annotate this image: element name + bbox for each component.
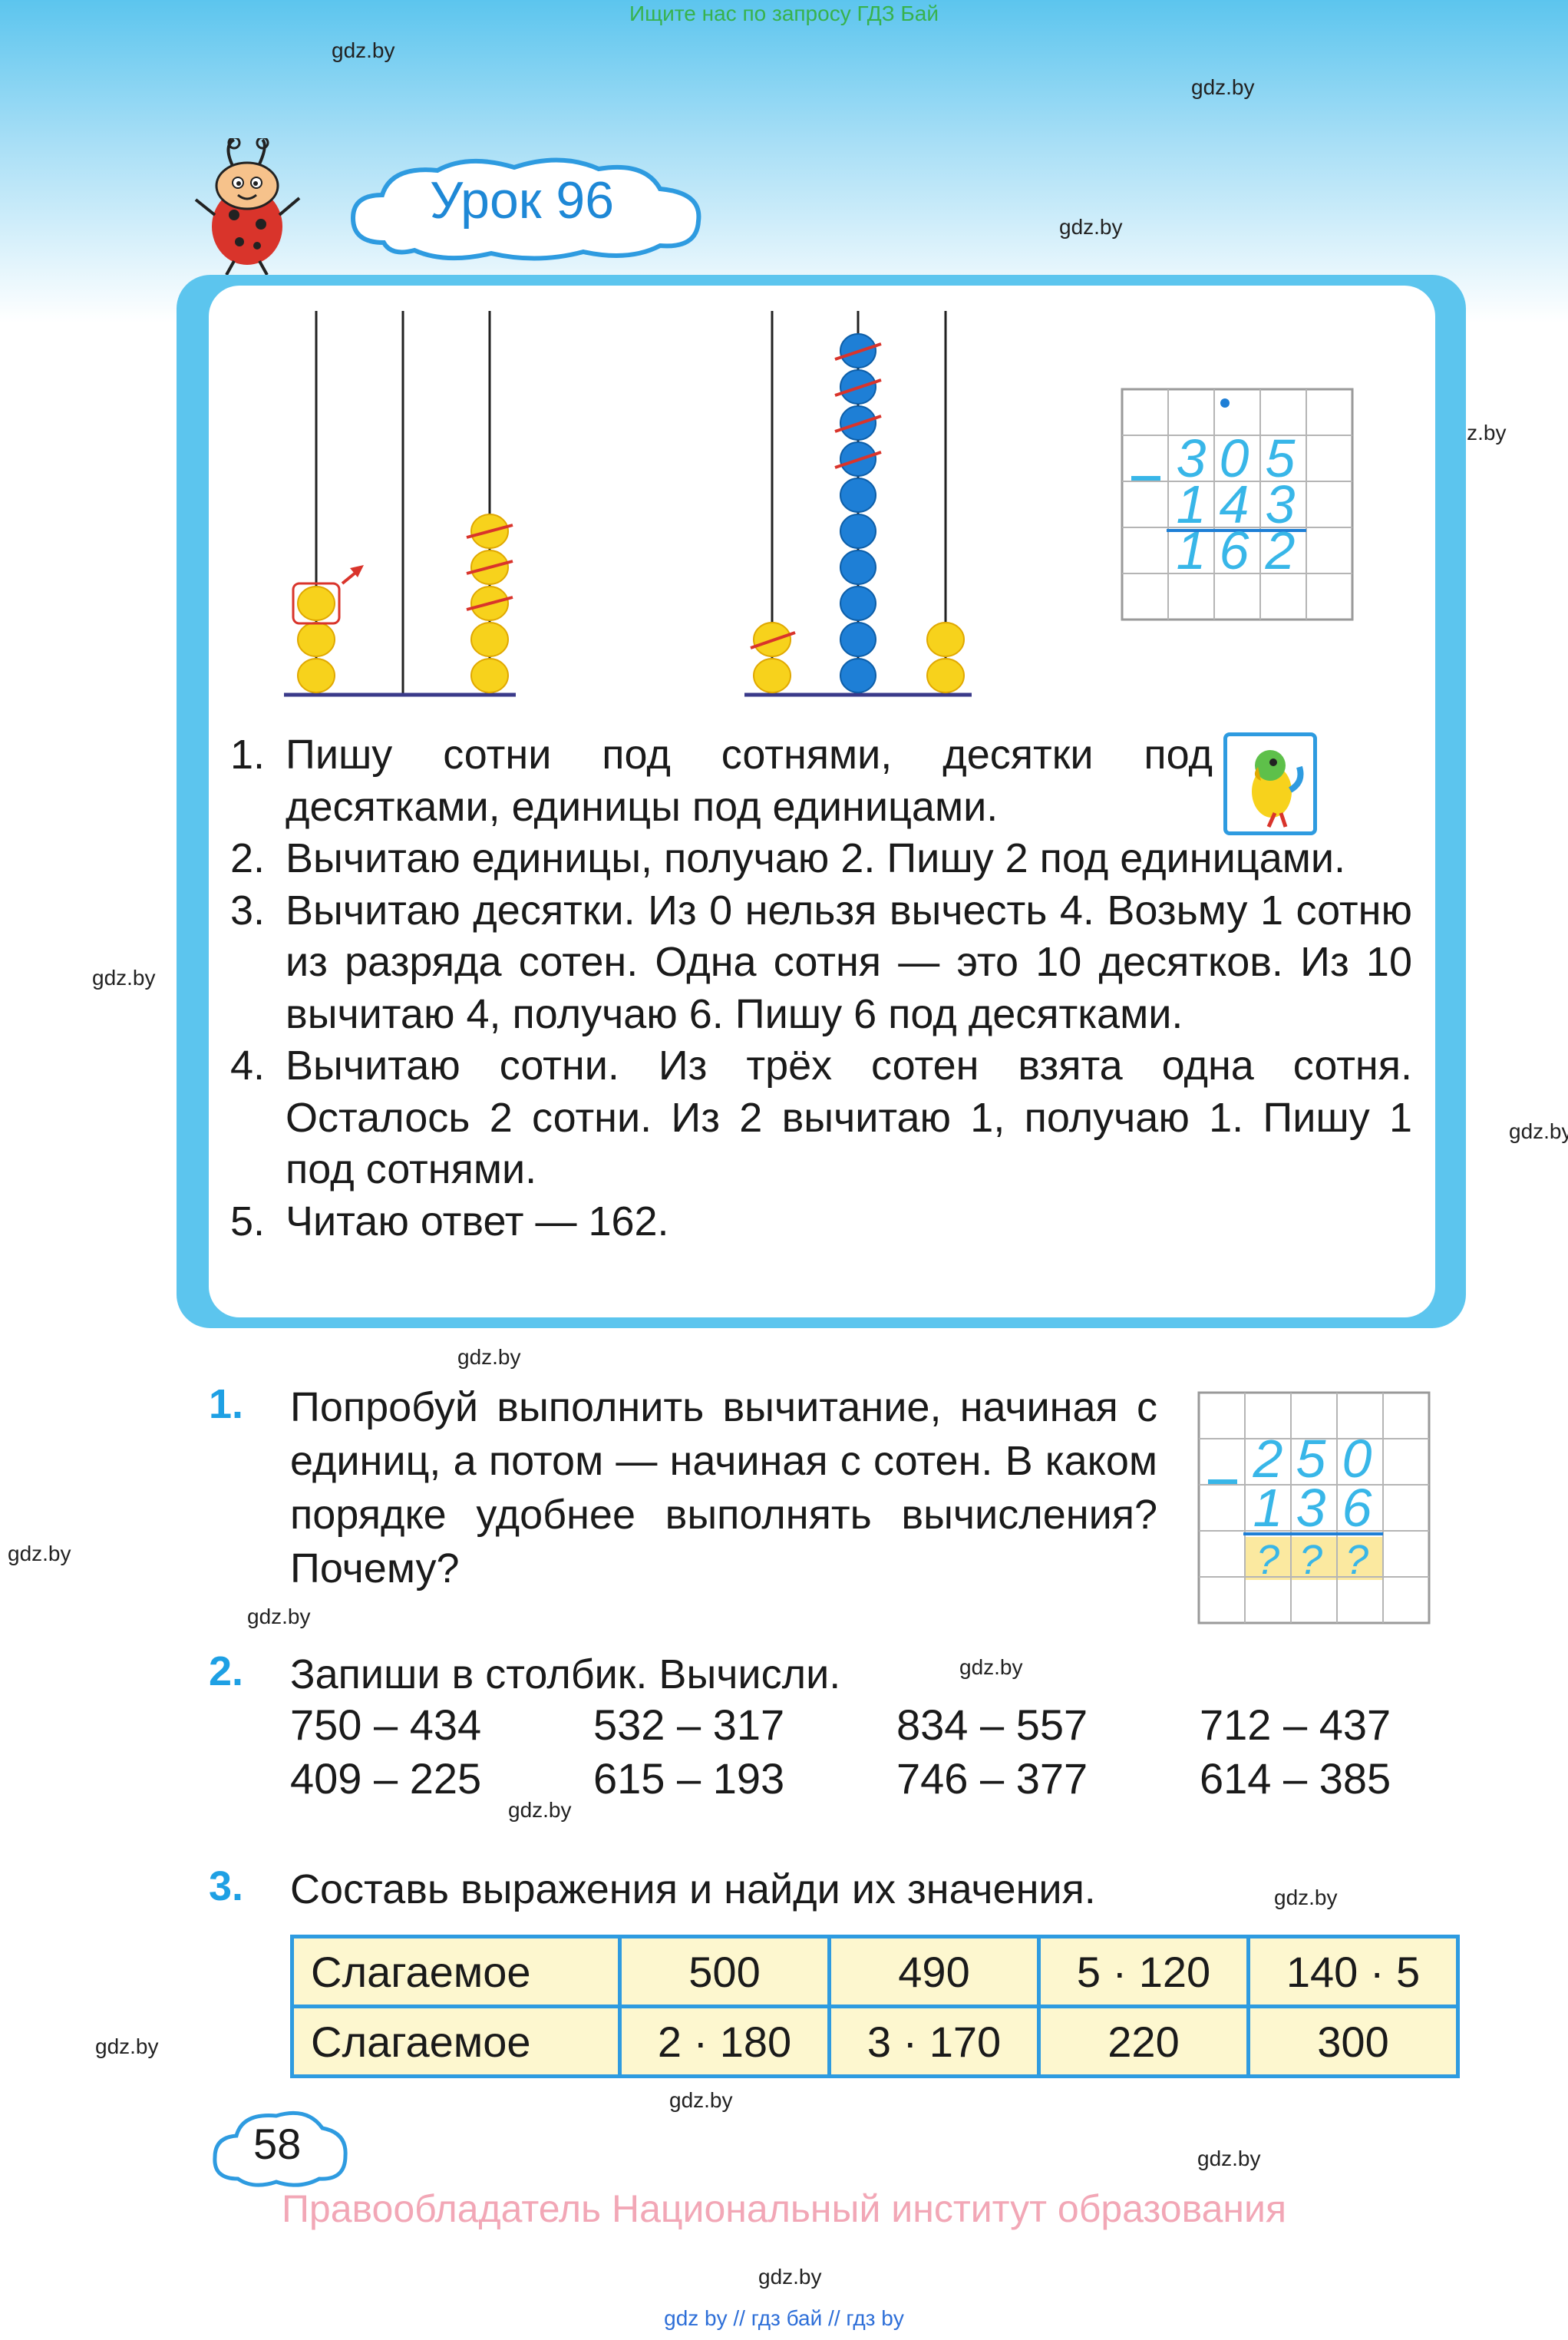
watermark: gdz.by bbox=[1197, 2147, 1261, 2170]
step-number: 5. bbox=[230, 1198, 266, 1244]
expression: 532 – 317 bbox=[593, 1700, 785, 1749]
task-1-subtrahend-digit: 1 bbox=[1253, 1478, 1283, 1538]
table-row: Слагаемое 2 · 180 3 · 170 220 300 bbox=[290, 2005, 1460, 2078]
step-item: 2. Вычитаю единицы, получаю 2. Пишу 2 по… bbox=[230, 833, 1412, 885]
watermark: gdz.by bbox=[758, 2265, 822, 2289]
example-result-digit: 1 bbox=[1177, 521, 1207, 580]
watermark: gdz.by bbox=[95, 2034, 159, 2058]
table-cell: 490 bbox=[827, 1935, 1041, 2008]
step-text: Вычитаю десятки. Из 0 нельзя вычесть 4. … bbox=[286, 887, 1412, 1037]
step-text: Читаю ответ — 162. bbox=[286, 1198, 669, 1244]
step-item: 4. Вычитаю сотни. Из трёх сотен взята од… bbox=[230, 1040, 1412, 1196]
step-number: 4. bbox=[230, 1043, 266, 1089]
example-result-digit: 2 bbox=[1265, 521, 1296, 580]
step-number: 2. bbox=[230, 835, 266, 881]
task-1-subtrahend-digit: 3 bbox=[1296, 1478, 1326, 1538]
table-cell: 5 · 120 bbox=[1037, 1935, 1250, 2008]
explanation-steps: 1. Пишу сотни под сотнями, десятки под д… bbox=[230, 729, 1412, 1248]
page-number-cloud bbox=[213, 2110, 348, 2187]
addends-table: Слагаемое 500 490 5 · 120 140 · 5 Слагае… bbox=[290, 1935, 1460, 2078]
watermark: gdz.by bbox=[92, 966, 156, 990]
task-1-grid: 2 5 0 1 3 6 ? ? ? bbox=[1197, 1391, 1431, 1624]
abacus-before bbox=[284, 311, 516, 697]
example-minuend-digit: 5 bbox=[1266, 428, 1296, 488]
step-item: 3. Вычитаю десятки. Из 0 нельзя вычесть … bbox=[230, 885, 1412, 1041]
task-1-unknown-digit: ? bbox=[1256, 1537, 1279, 1583]
expression: 614 – 385 bbox=[1200, 1754, 1391, 1803]
watermark: gdz.by bbox=[457, 1345, 521, 1369]
watermark: gdz.by bbox=[669, 2088, 733, 2112]
task-2-expressions: 750 – 434 532 – 317 834 – 557 712 – 437 … bbox=[290, 1700, 1503, 1807]
expression: 750 – 434 bbox=[290, 1700, 482, 1749]
example-minuend-digit: 0 bbox=[1220, 428, 1249, 488]
task-1-number: 1. bbox=[209, 1381, 244, 1427]
step-text: Пишу сотни под сотнями, десятки под деся… bbox=[286, 732, 1213, 830]
task-1-unknown-digit: ? bbox=[1299, 1537, 1322, 1583]
watermark: gdz.by bbox=[247, 1605, 311, 1628]
parrot-icon bbox=[1223, 732, 1317, 835]
step-number: 1. bbox=[230, 732, 266, 778]
task-2-number: 2. bbox=[209, 1648, 244, 1694]
page-number: 58 bbox=[253, 2120, 302, 2168]
example-minuend-digit: 3 bbox=[1177, 428, 1207, 488]
expression: 712 – 437 bbox=[1200, 1700, 1391, 1749]
task-1-minuend-digit: 2 bbox=[1253, 1429, 1283, 1489]
task-1-minuend-digit: 5 bbox=[1296, 1429, 1327, 1489]
task-1-text: Попробуй выполнить вычитание, начиная с … bbox=[290, 1384, 1157, 1591]
watermark: gdz.by bbox=[332, 38, 395, 62]
example-result-digit: 6 bbox=[1220, 521, 1249, 580]
watermark: gdz.by bbox=[1059, 215, 1123, 239]
step-item: 5. Читаю ответ — 162. bbox=[230, 1196, 1412, 1248]
table-cell: 2 · 180 bbox=[618, 2005, 831, 2078]
watermark: gdz.by bbox=[1191, 75, 1255, 99]
watermark: gdz.by bbox=[8, 1542, 71, 1565]
lesson-title: Урок 96 bbox=[430, 171, 615, 230]
title-cloud bbox=[350, 157, 701, 261]
task-3-number: 3. bbox=[209, 1863, 244, 1909]
task-1-unknown-digit: ? bbox=[1345, 1537, 1368, 1583]
table-cell: 3 · 170 bbox=[827, 2005, 1041, 2078]
watermark: gdz.by bbox=[1509, 1119, 1568, 1143]
footer-links[interactable]: gdz by // гдз бай // гдз by bbox=[664, 2306, 904, 2330]
expression: 746 – 377 bbox=[896, 1754, 1088, 1803]
example-grid: 3 0 5 1 4 3 1 6 2 bbox=[1121, 388, 1354, 621]
step-number: 3. bbox=[230, 887, 266, 934]
copyright-notice: Правообладатель Национальный институт об… bbox=[281, 2187, 1287, 2230]
watermark: gdz.by bbox=[959, 1655, 1023, 1679]
step-item: 1. Пишу сотни под сотнями, десятки под д… bbox=[230, 729, 1412, 833]
task-2-text: Запиши в столбик. Вычисли. bbox=[290, 1651, 841, 1697]
table-cell: 140 · 5 bbox=[1246, 1935, 1460, 2008]
watermark: gdz.by bbox=[508, 1798, 572, 1822]
task-1-subtrahend-digit: 6 bbox=[1342, 1478, 1372, 1538]
ladybug-icon bbox=[194, 138, 301, 276]
abacus-after bbox=[744, 311, 972, 697]
top-banner[interactable]: Ищите нас по запросу ГДЗ Бай bbox=[629, 2, 939, 25]
step-text: Вычитаю единицы, получаю 2. Пишу 2 под е… bbox=[286, 835, 1346, 881]
example-subtrahend-digit: 1 bbox=[1177, 474, 1207, 534]
watermark: gdz.by bbox=[1274, 1886, 1338, 1909]
table-cell: 220 bbox=[1037, 2005, 1250, 2078]
expression: 834 – 557 bbox=[896, 1700, 1088, 1749]
table-row-header: Слагаемое bbox=[290, 2005, 622, 2078]
expression: 615 – 193 bbox=[593, 1754, 785, 1803]
table-row-header: Слагаемое bbox=[290, 1935, 622, 2008]
table-cell: 500 bbox=[618, 1935, 831, 2008]
example-subtrahend-digit: 4 bbox=[1220, 474, 1249, 534]
table-row: Слагаемое 500 490 5 · 120 140 · 5 bbox=[290, 1935, 1460, 2008]
table-cell: 300 bbox=[1246, 2005, 1460, 2078]
example-subtrahend-digit: 3 bbox=[1266, 474, 1296, 534]
task-1-minuend-digit: 0 bbox=[1342, 1429, 1372, 1489]
expression: 409 – 225 bbox=[290, 1754, 482, 1803]
task-3-text: Составь выражения и найди их значения. bbox=[290, 1866, 1096, 1912]
step-text: Вычитаю сотни. Из трёх сотен взята одна … bbox=[286, 1043, 1412, 1192]
